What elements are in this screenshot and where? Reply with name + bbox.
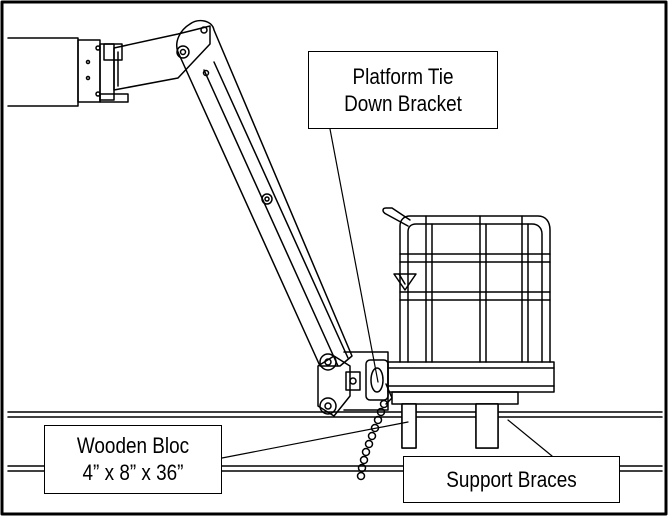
platform-basket xyxy=(382,207,555,405)
leader-lines xyxy=(221,128,553,459)
callout-wooden-line2: 4” x 8” x 36” xyxy=(82,460,184,485)
lower-linkage xyxy=(317,351,389,417)
callout-wooden-block: Wooden Bloc 4” x 8” x 36” xyxy=(44,425,222,494)
support-braces xyxy=(401,403,499,449)
callout-braces-line1: Support Braces xyxy=(446,467,577,492)
jib-arm xyxy=(176,19,353,367)
callout-wooden-line1: Wooden Bloc xyxy=(76,433,190,458)
main-boom xyxy=(7,25,211,107)
callout-tie-down-line1: Platform Tie xyxy=(352,64,454,89)
callout-tie-down-line2: Down Bracket xyxy=(344,91,462,116)
callout-platform-tie-down-bracket: Platform Tie Down Bracket xyxy=(308,51,498,129)
callout-support-braces: Support Braces xyxy=(403,456,620,503)
